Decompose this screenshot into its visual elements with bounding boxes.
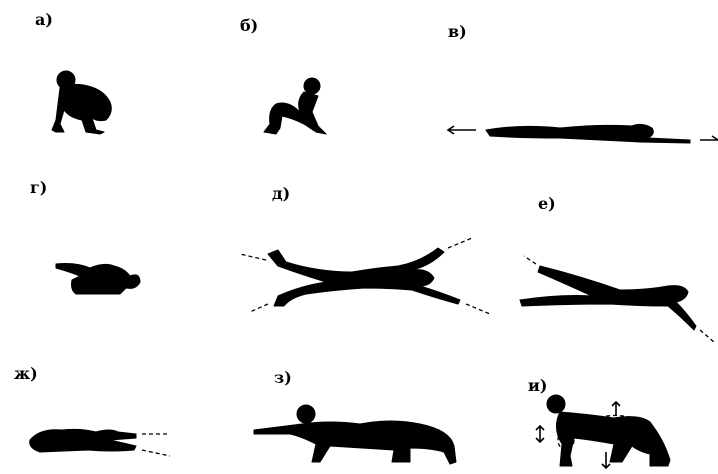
- arrow-left: [448, 126, 476, 134]
- arrow-upper-left-e: [524, 256, 536, 264]
- arrow-updown-i: [536, 426, 544, 442]
- figure-lie-stretch: [486, 124, 690, 143]
- arrow-right: [700, 136, 718, 140]
- figure-quadruped-tilt: [547, 395, 670, 466]
- arrow-down-i: [602, 452, 610, 468]
- figure-kneel-stretch: [30, 429, 136, 452]
- arrow-upper-right: [448, 238, 472, 248]
- arrow-upper-left: [240, 254, 266, 260]
- arrow-lower-zh: [142, 450, 170, 456]
- arrow-lower-right-e: [700, 330, 714, 342]
- figure-sit: [264, 78, 326, 134]
- arrow-lower-right: [466, 304, 490, 314]
- figure-quadruped-reach: [254, 405, 456, 464]
- figure-curl: [56, 264, 140, 295]
- figure-star: [268, 248, 460, 306]
- arrow-lower-left: [250, 304, 268, 312]
- figure-crouch: [52, 71, 111, 134]
- figure-lie-raise: [520, 266, 696, 330]
- arrow-up-i: [612, 402, 620, 416]
